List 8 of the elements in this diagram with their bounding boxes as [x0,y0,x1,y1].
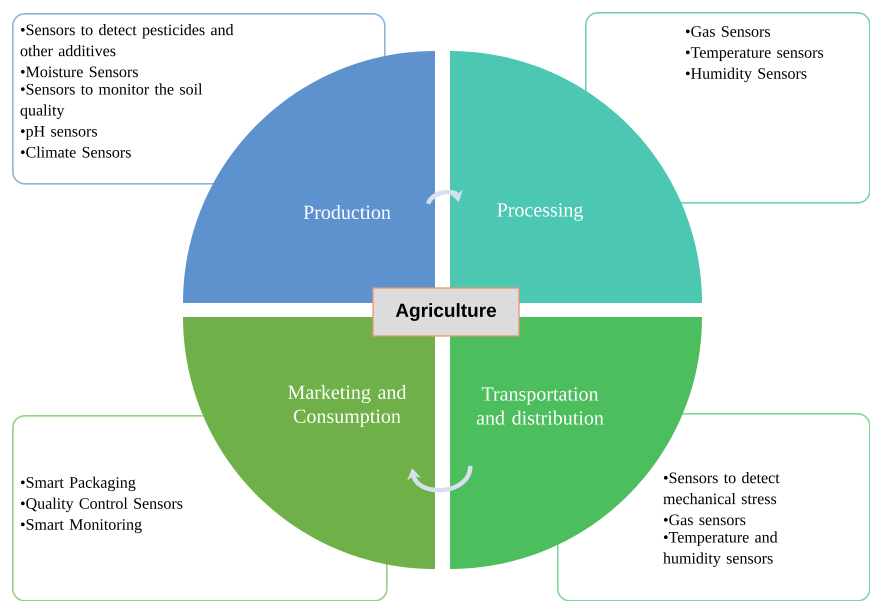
bullet-item: •Gas Sensors [686,26,770,37]
bullet-item: •pH sensors [20,126,98,140]
bullet-item: •Quality Control Sensors [20,498,182,512]
bullet-item: •Smart Monitoring [20,519,142,534]
bullet-item: •Moisture Sensors [20,66,138,78]
bullet-item: •Climate Sensors [20,146,131,158]
title-box: Agriculture [372,287,520,337]
bullet-item: •Smart Packaging [20,476,136,492]
